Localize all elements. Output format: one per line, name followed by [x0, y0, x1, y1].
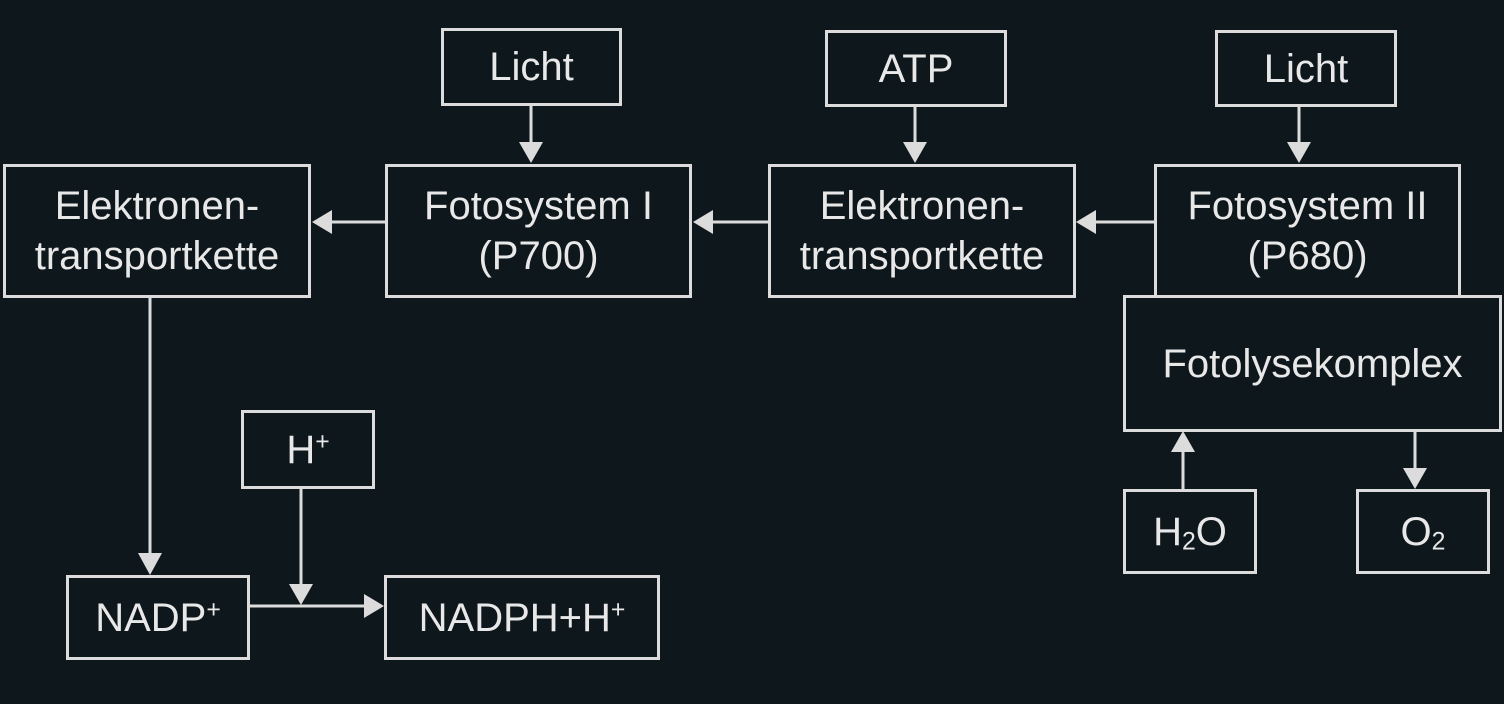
- fotolyse-label: Fotolysekomplex: [1162, 341, 1463, 386]
- arrowhead-fotolyse-to-o2: [1403, 468, 1427, 489]
- node-nadp: NADP+: [66, 575, 250, 660]
- node-fotosystem-2: Fotosystem II (P680): [1154, 164, 1461, 298]
- ps2-line-2: (P680): [1247, 234, 1368, 278]
- node-elektronentransportkette-mid: Elektronen- transportkette: [768, 164, 1076, 298]
- node-licht-2: Licht: [1215, 30, 1397, 107]
- node-licht-1-label: Licht: [489, 45, 574, 89]
- node-elektronentransportkette-left: Elektronen- transportkette: [3, 164, 311, 298]
- arrowhead-ps1-to-etc-left: [312, 210, 332, 234]
- ps1-line-2: (P700): [478, 234, 599, 278]
- arrowhead-h2o-to-fotolyse: [1171, 431, 1195, 452]
- etc-left-line-2: transportkette: [34, 234, 280, 278]
- h2o-label: H2O: [1153, 509, 1227, 555]
- o2-label: O2: [1400, 509, 1446, 555]
- nadph-label: NADPH+H+: [418, 595, 626, 640]
- arrowhead-ps2-to-etc: [1076, 210, 1096, 234]
- node-h2o: H2O: [1123, 489, 1257, 574]
- node-fotolysekomplex: Fotolysekomplex: [1123, 295, 1502, 432]
- etc-left-line-1: Elektronen-: [54, 184, 260, 228]
- arrowhead-etc-left-to-nadp: [138, 553, 162, 575]
- arrowhead-licht-to-ps1: [519, 142, 543, 163]
- node-fotosystem-1: Fotosystem I (P700): [385, 164, 692, 298]
- arrowhead-atp-to-etc: [903, 142, 927, 163]
- arrowhead-licht-to-ps2: [1287, 142, 1311, 163]
- arrowhead-nadp-to-nadph: [364, 594, 384, 618]
- ps1-line-1: Fotosystem I: [424, 184, 653, 228]
- ps2-line-1: Fotosystem II: [1187, 184, 1428, 228]
- node-licht-2-label: Licht: [1263, 46, 1349, 91]
- node-h-plus: H+: [241, 410, 375, 489]
- node-atp: ATP: [825, 30, 1007, 107]
- node-o2: O2: [1356, 489, 1490, 574]
- arrowhead-hplus-to-junction: [289, 584, 313, 605]
- etc-mid-line-2: transportkette: [799, 234, 1045, 278]
- h-plus-label: H+: [286, 427, 330, 472]
- etc-mid-line-1: Elektronen-: [819, 184, 1025, 228]
- node-atp-label: ATP: [878, 46, 954, 91]
- arrowhead-etc-to-ps1: [693, 210, 713, 234]
- node-licht-1: Licht: [441, 28, 622, 106]
- nadp-label: NADP+: [95, 595, 221, 640]
- node-nadph: NADPH+H+: [384, 575, 660, 660]
